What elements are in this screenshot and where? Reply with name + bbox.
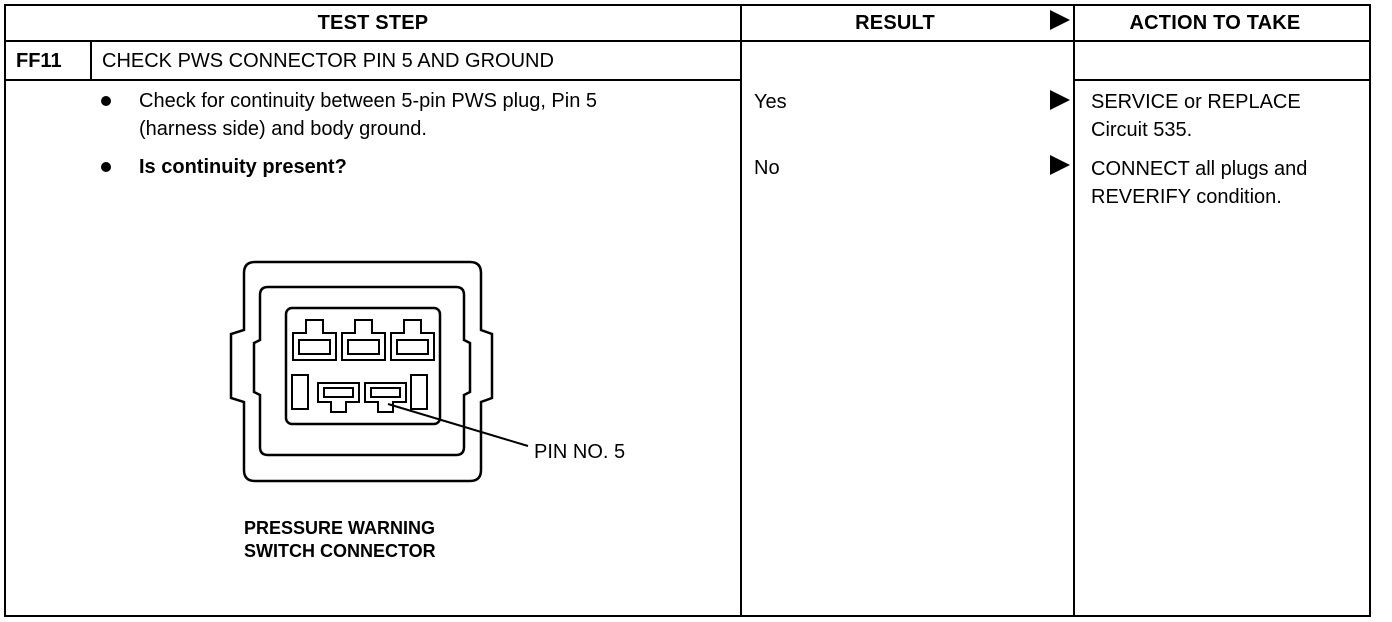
result-no-arrow-icon <box>1050 155 1070 175</box>
step-title: CHECK PWS CONNECTOR PIN 5 AND GROUND <box>102 50 554 72</box>
header-result: RESULT <box>855 11 935 34</box>
result-yes: Yes <box>754 91 787 113</box>
step-id: FF11 <box>16 50 62 72</box>
header-test-step: TEST STEP <box>317 11 429 34</box>
header-arrow-icon <box>1050 10 1070 30</box>
figure-caption-line-2: SWITCH CONNECTOR <box>244 541 436 561</box>
action-no-line-2: REVERIFY condition. <box>1091 186 1282 208</box>
action-yes-line-1: SERVICE or REPLACE <box>1091 91 1301 113</box>
step-instruction-line-1: Check for continuity between 5-pin PWS p… <box>139 90 598 112</box>
action-no-line-1: CONNECT all plugs and <box>1091 158 1308 180</box>
title-row-divider <box>4 79 742 81</box>
header-action: ACTION TO TAKE <box>1129 11 1301 34</box>
result-no: No <box>754 157 780 179</box>
pin-5-label: PIN NO. 5 <box>534 441 626 463</box>
step-instruction-line-2: (harness side) and body ground. <box>139 118 427 140</box>
step-id-divider <box>90 42 92 80</box>
column-divider-result <box>740 4 742 617</box>
test-step-table <box>4 4 1371 617</box>
action-header-divider <box>1073 79 1371 81</box>
result-yes-arrow-icon <box>1050 90 1070 110</box>
column-divider-action <box>1073 4 1075 617</box>
bullet-icon <box>101 162 111 172</box>
figure-caption-line-1: PRESSURE WARNING <box>244 518 436 538</box>
pws-connector-diagram <box>229 260 529 483</box>
step-question: Is continuity present? <box>139 156 347 178</box>
bullet-icon <box>101 96 111 106</box>
header-row-divider <box>4 40 1371 42</box>
action-yes-line-2: Circuit 535. <box>1091 119 1193 141</box>
